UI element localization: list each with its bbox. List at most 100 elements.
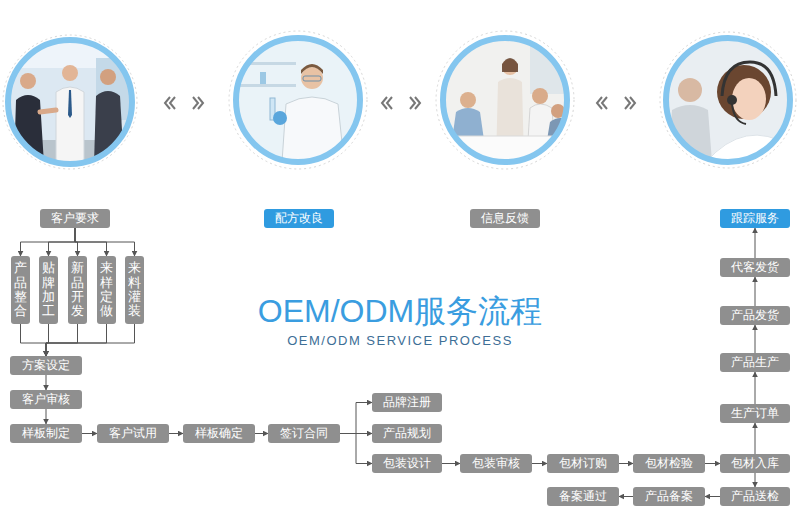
chevrons (165, 97, 635, 109)
chevron (602, 97, 607, 109)
glove (273, 111, 287, 125)
outer-ring (436, 31, 574, 169)
box-label: 产品整合 (14, 261, 27, 318)
box-label: 包装设计 (383, 456, 431, 470)
box-label: 配方改良 (275, 211, 323, 225)
box-label: 签订合同 (280, 426, 328, 440)
call-center-photo (666, 38, 790, 162)
process-box: 备案通过 (547, 487, 619, 506)
process-box: 包材入库 (720, 454, 790, 473)
box-label: 新品开发 (71, 261, 84, 318)
person-head (460, 92, 476, 108)
flow-arrow (46, 324, 78, 356)
process-box: 产品规划 (372, 424, 442, 443)
box-label: 产品送检 (731, 489, 779, 503)
process-box: 产品送检 (720, 487, 790, 506)
flow-arrow (46, 375, 47, 390)
process-box: 代客发货 (720, 258, 790, 277)
headset-ear (727, 95, 737, 105)
person-head (62, 65, 78, 81)
flow-arrow (532, 463, 547, 464)
flow-arrow (340, 434, 372, 464)
subtitle-label: OEM/ODM SERVICE PROCESS (287, 333, 513, 349)
service-option-box: 来样定做 (97, 256, 116, 324)
box-label: 跟踪服务 (731, 211, 779, 225)
flow-arrow (340, 403, 372, 434)
flow-arrow (755, 277, 756, 306)
flow-arrow (705, 463, 720, 464)
scientist-glasses (303, 76, 321, 81)
chevron (415, 97, 420, 109)
process-box: 产品发货 (720, 306, 790, 325)
box-label: 生产订单 (731, 406, 779, 420)
chevron (630, 97, 635, 109)
process-box: 客户试用 (97, 424, 169, 443)
box-label: 客户要求 (51, 211, 99, 225)
box-label: 产品发货 (731, 308, 779, 322)
process-box: 产品备案 (633, 487, 705, 506)
box-label: 包材订购 (559, 456, 607, 470)
meeting-photo (443, 38, 572, 162)
handshake (40, 110, 56, 112)
box-label: 贴牌加工 (42, 261, 55, 318)
flow-arrow (46, 324, 135, 356)
outer-ring (3, 35, 137, 169)
flow-arrow (255, 433, 268, 434)
process-box: 样板制定 (10, 424, 82, 443)
process-box: 包装审核 (460, 454, 532, 473)
chevron (198, 97, 203, 109)
box-label: 品牌注册 (383, 395, 431, 409)
process-box: 方案设定 (10, 356, 82, 375)
office-wall (8, 40, 132, 164)
flow-arrow (705, 496, 720, 497)
flow-arrow (755, 228, 756, 258)
flow-arrow (75, 228, 135, 256)
person-head (502, 59, 518, 75)
flow-arrow (619, 463, 633, 464)
meeting-wall (443, 38, 567, 162)
process-box: 信息反馈 (470, 209, 540, 228)
flow-arrow (21, 228, 76, 256)
box-label: 样板确定 (195, 426, 243, 440)
box-label: 来样定做 (100, 261, 113, 318)
person-hair (502, 58, 518, 72)
box-label: 代客发货 (731, 260, 779, 274)
stage-pill: 跟踪服务 (720, 209, 790, 228)
photo-ring (666, 38, 790, 162)
flow-arrow (755, 473, 756, 487)
office-wall (666, 38, 790, 162)
flow-arrow (755, 372, 756, 404)
box-label: 包材检验 (645, 456, 693, 470)
box-label: 信息反馈 (481, 211, 529, 225)
flow-arrow (46, 409, 47, 424)
flow-arrow (82, 433, 97, 434)
meeting-table (443, 136, 567, 162)
diagram-title: OEM/ODM服务流程 (258, 292, 542, 330)
flow-arrow (46, 324, 107, 356)
handshake-photo (8, 40, 132, 164)
process-box: 包装设计 (372, 454, 442, 473)
headset-mic (732, 104, 746, 124)
process-box: 客户审核 (10, 390, 82, 409)
process-box: 产品生产 (720, 353, 790, 372)
colleague-head (678, 78, 702, 102)
process-box: 包材订购 (547, 454, 619, 473)
chevron (387, 97, 392, 109)
box-label: 方案设定 (22, 358, 70, 372)
chevron (625, 97, 630, 109)
box-label: 备案通过 (559, 489, 607, 503)
agent-hair (717, 65, 771, 119)
box-label: 包装审核 (472, 456, 520, 470)
photo-ring (8, 40, 132, 164)
agent-face (732, 78, 766, 120)
person-head (532, 88, 548, 104)
chevron (193, 97, 198, 109)
person-head (100, 69, 116, 85)
service-option-box: 新品开发 (68, 256, 87, 324)
service-option-box: 产品整合 (11, 256, 30, 324)
service-option-box: 贴牌加工 (39, 256, 58, 324)
box-label: 包材入库 (731, 456, 779, 470)
flow-arrow (442, 463, 460, 464)
scientist-hair (301, 64, 323, 74)
box-label: 客户试用 (109, 426, 157, 440)
